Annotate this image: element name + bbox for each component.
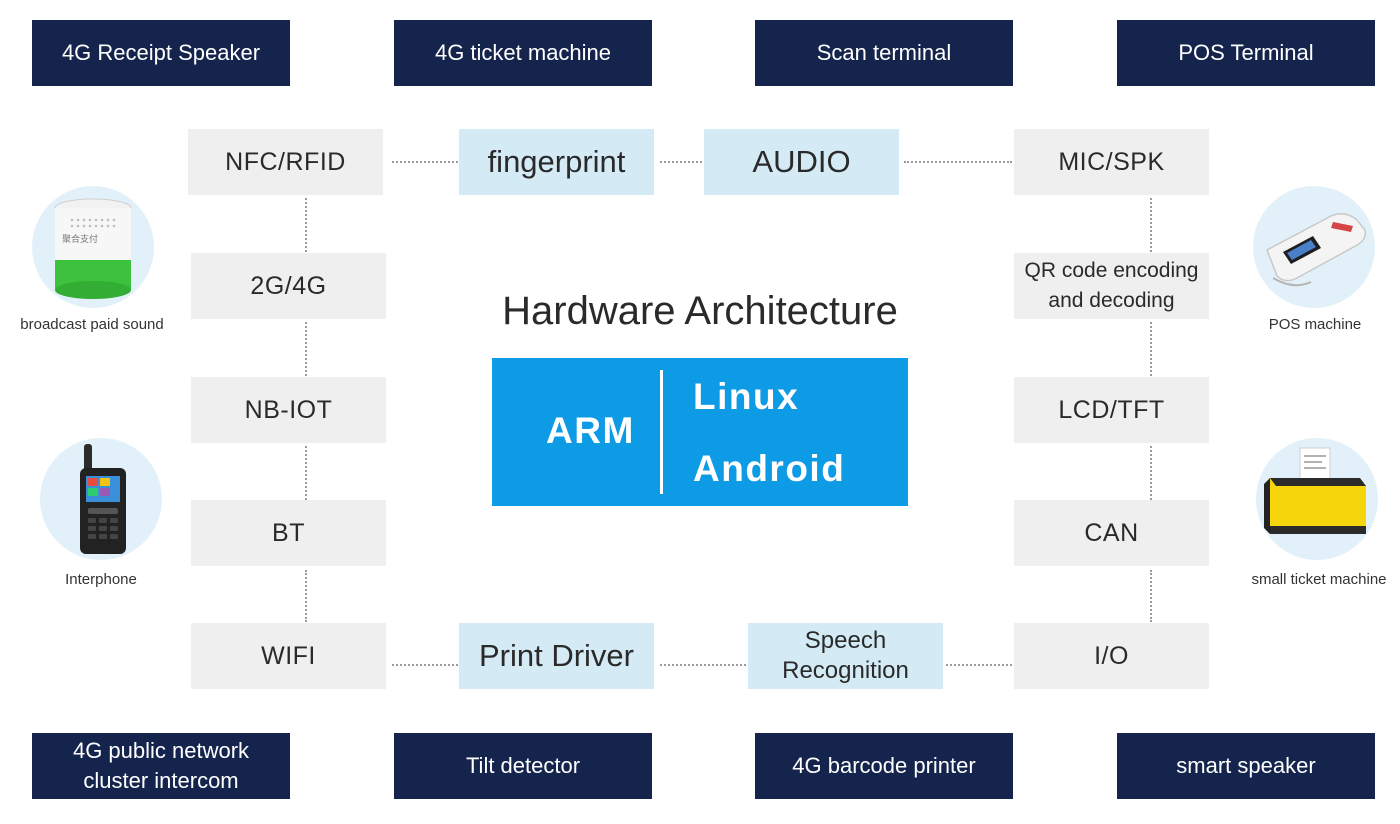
module-speech-recognition: Speech Recognition xyxy=(748,623,943,689)
bottom-box-tilt-detector: Tilt detector xyxy=(394,733,652,799)
module-fingerprint: fingerprint xyxy=(459,129,654,195)
ticket-machine-icon xyxy=(1264,447,1366,534)
connector-right-4 xyxy=(1150,570,1152,622)
connector-left-2 xyxy=(305,322,307,376)
device-circle-ticket xyxy=(1256,438,1378,560)
interphone-device-icon xyxy=(80,444,126,554)
module-wifi: WIFI xyxy=(191,623,386,689)
pos-machine-icon xyxy=(1266,213,1367,287)
connector-top-right xyxy=(904,161,1012,163)
module-nfc-rfid: NFC/RFID xyxy=(188,129,383,195)
core-os-linux: Linux xyxy=(693,376,800,417)
connector-right-2 xyxy=(1150,322,1152,376)
module-bt: BT xyxy=(191,500,386,566)
center-title: Hardware Architecture xyxy=(502,289,898,333)
top-box-pos-terminal: POS Terminal xyxy=(1117,20,1375,86)
core-cpu-label: ARM xyxy=(546,410,635,451)
connector-left-1 xyxy=(305,198,307,252)
top-box-ticket-machine: 4G ticket machine xyxy=(394,20,652,86)
speaker-brand-text: 聚合支付 xyxy=(62,234,99,244)
top-box-scan-terminal: Scan terminal xyxy=(755,20,1013,86)
connector-top-middle xyxy=(660,161,702,163)
core-divider xyxy=(660,370,663,494)
bottom-box-barcode-printer: 4G barcode printer xyxy=(755,733,1013,799)
connector-right-3 xyxy=(1150,446,1152,500)
device-circle-pos xyxy=(1253,186,1375,308)
module-lcd-tft: LCD/TFT xyxy=(1014,377,1209,443)
module-audio: AUDIO xyxy=(704,129,899,195)
speaker-device-icon xyxy=(54,198,132,299)
module-2g-4g: 2G/4G xyxy=(191,253,386,319)
module-qr-code: QR code encoding and decoding xyxy=(1014,253,1209,319)
device-label-pos: POS machine xyxy=(1268,316,1362,333)
connector-bottom-middle xyxy=(660,664,746,666)
connector-right-1 xyxy=(1150,198,1152,252)
core-os-android: Android xyxy=(693,448,846,489)
top-box-receipt-speaker: 4G Receipt Speaker xyxy=(32,20,290,86)
module-io: I/O xyxy=(1014,623,1209,689)
connector-left-4 xyxy=(305,570,307,622)
connector-bottom-left xyxy=(392,664,458,666)
connector-top-left xyxy=(392,161,458,163)
module-can: CAN xyxy=(1014,500,1209,566)
bottom-box-cluster-intercom: 4G public network cluster intercom xyxy=(32,733,290,799)
connector-bottom-right xyxy=(946,664,1012,666)
device-label-interphone: Interphone xyxy=(65,571,137,588)
core-box: ARM Linux Android xyxy=(492,358,908,506)
module-print-driver: Print Driver xyxy=(459,623,654,689)
device-circle-interphone xyxy=(40,438,162,560)
bottom-box-smart-speaker: smart speaker xyxy=(1117,733,1375,799)
device-label-broadcast: broadcast paid sound xyxy=(20,316,164,333)
device-circle-speaker xyxy=(32,186,154,308)
module-mic-spk: MIC/SPK xyxy=(1014,129,1209,195)
device-label-ticket: small ticket machine xyxy=(1251,571,1387,588)
connector-left-3 xyxy=(305,446,307,500)
module-nb-iot: NB-IOT xyxy=(191,377,386,443)
